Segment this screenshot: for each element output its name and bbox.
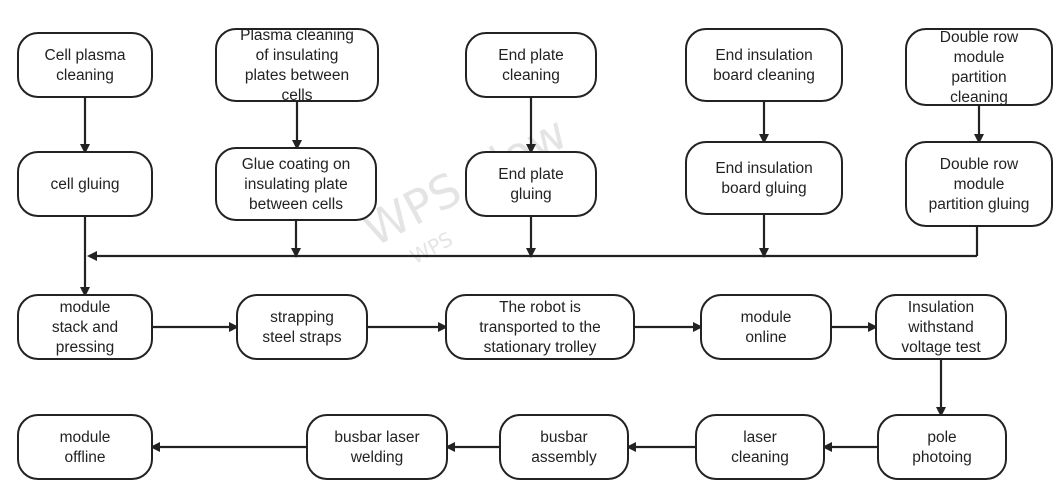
flow-node-box: [17, 414, 153, 480]
flow-node-cell-gluing: cell gluing: [17, 151, 153, 217]
flow-node-box: [905, 28, 1053, 106]
flow-node-box: [215, 147, 377, 221]
flow-node-box: [685, 141, 843, 215]
flow-node-box: [17, 151, 153, 217]
flow-node-label: cell gluing: [51, 176, 120, 193]
edges-layer: [80, 97, 984, 452]
flow-node-box: [445, 294, 635, 360]
flow-node-box: [499, 414, 629, 480]
flow-node-box: [465, 32, 597, 98]
flow-node-box: [695, 414, 825, 480]
flow-node-box: [215, 28, 379, 102]
flow-node-box: [17, 32, 153, 98]
flow-node-box: [236, 294, 368, 360]
flow-node-box: [685, 28, 843, 102]
flow-node-box: [700, 294, 832, 360]
flow-node-box: [875, 294, 1007, 360]
flow-node-box: [17, 294, 153, 360]
flow-node-box: [877, 414, 1007, 480]
flow-node-box: [905, 141, 1053, 227]
flow-node-box: [306, 414, 448, 480]
flow-node-box: [465, 151, 597, 217]
